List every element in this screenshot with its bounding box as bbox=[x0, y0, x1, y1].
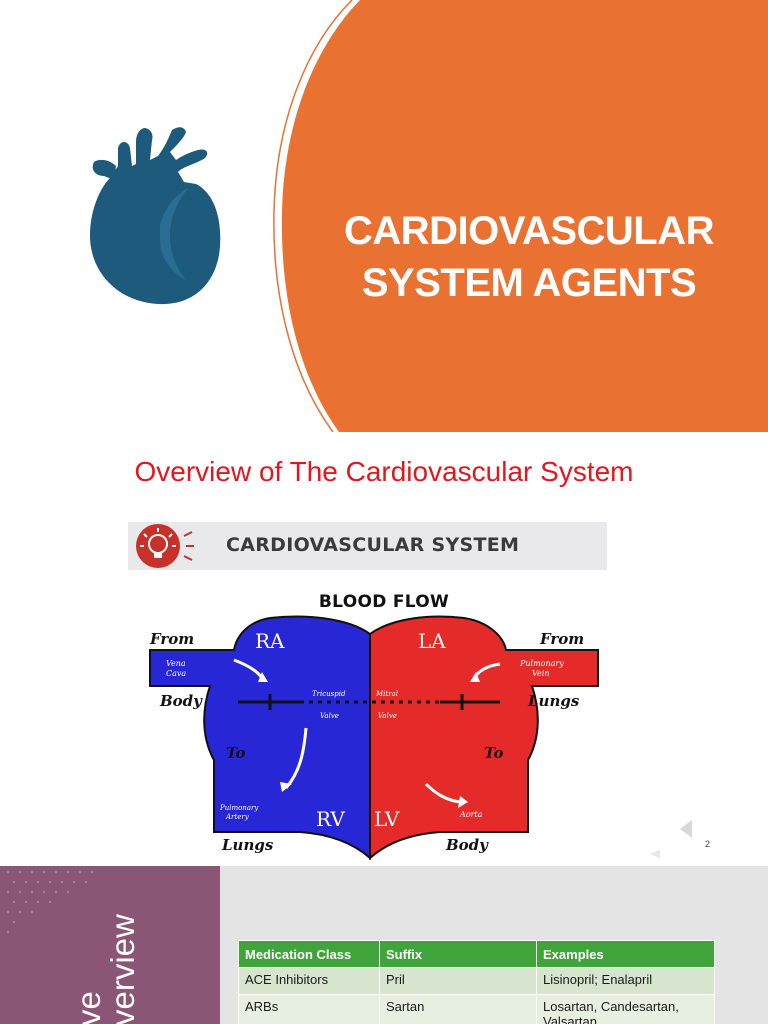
lv-label: LV bbox=[374, 807, 400, 831]
table-cell: ACE Inhibitors bbox=[238, 967, 380, 995]
title-line-1: CARDIOVASCULAR bbox=[343, 209, 715, 253]
lightbulb-icon bbox=[136, 524, 194, 568]
slide-gap bbox=[0, 862, 768, 866]
left-heart-side bbox=[149, 615, 371, 861]
suffix-table-slide: ve verview Medication Class Suffix Examp… bbox=[0, 866, 768, 1024]
table-row: ACE Inhibitors Pril Lisinopril; Enalapri… bbox=[238, 967, 715, 995]
flow-arrow-heads bbox=[258, 672, 480, 808]
lungs-bottom-label: Lungs bbox=[221, 836, 274, 854]
rv-label: RV bbox=[316, 807, 345, 831]
title-slide-graphics bbox=[90, 0, 768, 432]
overview-heading: Overview of The Cardiovascular System bbox=[134, 456, 634, 487]
heart-icon bbox=[90, 127, 221, 305]
right-heart-side bbox=[369, 615, 599, 861]
slide-nav-arrow-icon bbox=[650, 820, 692, 858]
banner-label: CARDIOVASCULAR SYSTEM bbox=[226, 534, 520, 556]
title-slide: CARDIOVASCULAR SYSTEM AGENTS bbox=[0, 0, 768, 432]
blood-flow-diagram: RA LA RV LV From From Body Lungs To To L… bbox=[149, 615, 599, 861]
aorta-label: Aorta bbox=[459, 810, 483, 819]
side-title-line-1: ve bbox=[70, 991, 107, 1024]
valve-line bbox=[238, 694, 500, 710]
to-right-label: To bbox=[484, 744, 503, 762]
panel-outline bbox=[273, 0, 353, 432]
title-line-2: SYSTEM AGENTS bbox=[361, 261, 697, 305]
table-cell: Pril bbox=[379, 967, 537, 995]
to-left-label: To bbox=[226, 744, 245, 762]
table-cell: ARBs bbox=[238, 994, 380, 1024]
blood-flow-title: BLOOD FLOW bbox=[318, 592, 450, 612]
table-cell: Lisinopril; Enalapril bbox=[536, 967, 715, 995]
cv-system-banner: CARDIOVASCULAR SYSTEM bbox=[128, 522, 607, 570]
page-number: 2 bbox=[705, 839, 711, 849]
table-cell: Losartan, Candesartan, Valsartan bbox=[536, 994, 715, 1024]
table-cell: Sartan bbox=[379, 994, 537, 1024]
overview-slide: Overview of The Cardiovascular System CA… bbox=[0, 432, 768, 864]
slide-title: CARDIOVASCULAR SYSTEM AGENTS bbox=[300, 205, 758, 309]
header-medication-class: Medication Class bbox=[238, 940, 380, 968]
medication-table: Medication Class Suffix Examples ACE Inh… bbox=[238, 940, 715, 1024]
ra-label: RA bbox=[255, 629, 285, 653]
from-left-label: From bbox=[149, 630, 194, 648]
dot-pattern bbox=[6, 870, 94, 934]
table-header-row: Medication Class Suffix Examples bbox=[238, 940, 715, 968]
purple-side-panel: ve verview bbox=[0, 866, 220, 1024]
body-left-label: Body bbox=[159, 692, 203, 710]
body-bottom-label: Body bbox=[445, 836, 489, 854]
lungs-right-label: Lungs bbox=[527, 692, 580, 710]
header-suffix: Suffix bbox=[379, 940, 537, 968]
from-right-label: From bbox=[539, 630, 584, 648]
orange-panel bbox=[281, 0, 768, 432]
la-label: LA bbox=[418, 629, 446, 653]
header-examples: Examples bbox=[536, 940, 715, 968]
side-title-line-2: verview bbox=[104, 914, 141, 1024]
table-row: ARBs Sartan Losartan, Candesartan, Valsa… bbox=[238, 994, 715, 1024]
